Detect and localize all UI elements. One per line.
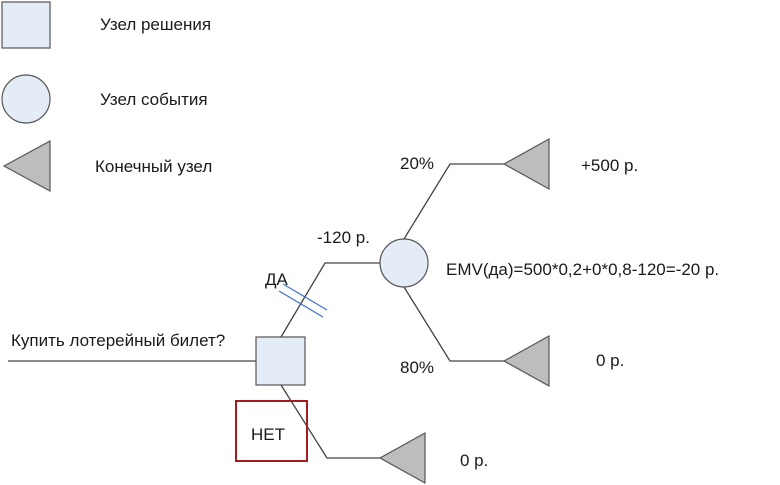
terminal-node-no — [378, 431, 426, 485]
edge-no — [280, 384, 380, 459]
legend-terminal-label: Конечный узел — [95, 157, 212, 176]
no-label-highlight-box — [235, 400, 308, 462]
decision-node — [255, 336, 306, 386]
cut-mark-1 — [278, 290, 324, 318]
edge-win — [403, 163, 504, 240]
legend-chance-label: Узел события — [100, 90, 208, 109]
prob-high-label: 20% — [400, 154, 434, 173]
legend-decision-label: Узел решения — [100, 15, 211, 34]
edge-yes — [280, 262, 380, 338]
edge-lose — [403, 286, 504, 362]
legend-chance-node-icon — [1, 74, 51, 124]
yes-label: ДА — [265, 270, 289, 289]
question-label: Купить лотерейный билет? — [11, 331, 225, 350]
payoff-lose-label: 0 р. — [596, 351, 624, 370]
payoff-win-label: +500 р. — [581, 156, 638, 175]
no-label: НЕТ — [251, 425, 285, 444]
chance-node — [379, 238, 429, 288]
payoff-no-label: 0 р. — [460, 451, 488, 470]
cut-mark-2 — [282, 283, 328, 311]
terminal-node-lose — [502, 334, 550, 388]
emv-label: EMV(да)=500*0,2+0*0,8-120=-20 р. — [446, 260, 719, 279]
legend-decision-node-icon — [1, 1, 51, 49]
legend-terminal-node-icon — [2, 139, 51, 193]
prob-low-label: 80% — [400, 358, 434, 377]
cost-label: -120 р. — [317, 228, 370, 247]
terminal-node-win — [502, 137, 550, 191]
